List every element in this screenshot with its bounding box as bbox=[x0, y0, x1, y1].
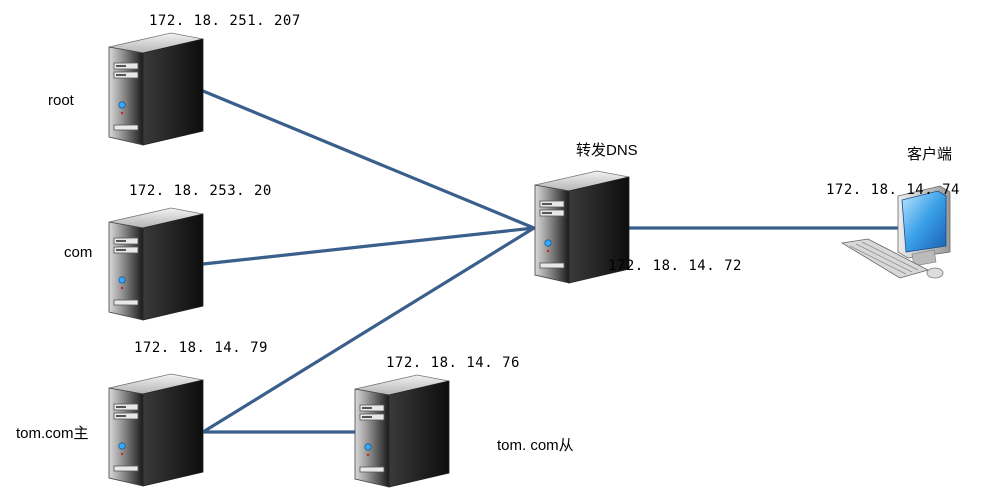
client-ip-label: 172. 18. 14. 74 bbox=[826, 182, 960, 198]
com-name-label: com bbox=[64, 244, 93, 261]
client-computer-icon bbox=[840, 185, 951, 279]
server-com-icon bbox=[108, 207, 204, 321]
client-name-label: 客户端 bbox=[907, 146, 953, 163]
tom-slave-name-label: tom. com从 bbox=[497, 437, 574, 454]
tom-slave-ip-label: 172. 18. 14. 76 bbox=[386, 355, 520, 371]
tom-master-name-label: tom.com主 bbox=[16, 425, 89, 442]
tom-master-ip-label: 172. 18. 14. 79 bbox=[134, 340, 268, 356]
link-root-forwarder bbox=[201, 89, 536, 230]
server-tom-slave-icon bbox=[354, 374, 450, 488]
link-tom-master-forwarder bbox=[201, 226, 536, 434]
server-tom-master-icon bbox=[108, 373, 204, 487]
root-name-label: root bbox=[48, 92, 74, 109]
server-root-icon bbox=[108, 32, 204, 146]
link-com-forwarder bbox=[201, 226, 536, 266]
forwarder-ip-label: 172. 18. 14. 72 bbox=[608, 258, 742, 274]
com-ip-label: 172. 18. 253. 20 bbox=[129, 183, 272, 199]
root-ip-label: 172. 18. 251. 207 bbox=[149, 13, 301, 29]
forwarder-name-label: 转发DNS bbox=[576, 142, 638, 159]
link-lines bbox=[201, 89, 902, 434]
